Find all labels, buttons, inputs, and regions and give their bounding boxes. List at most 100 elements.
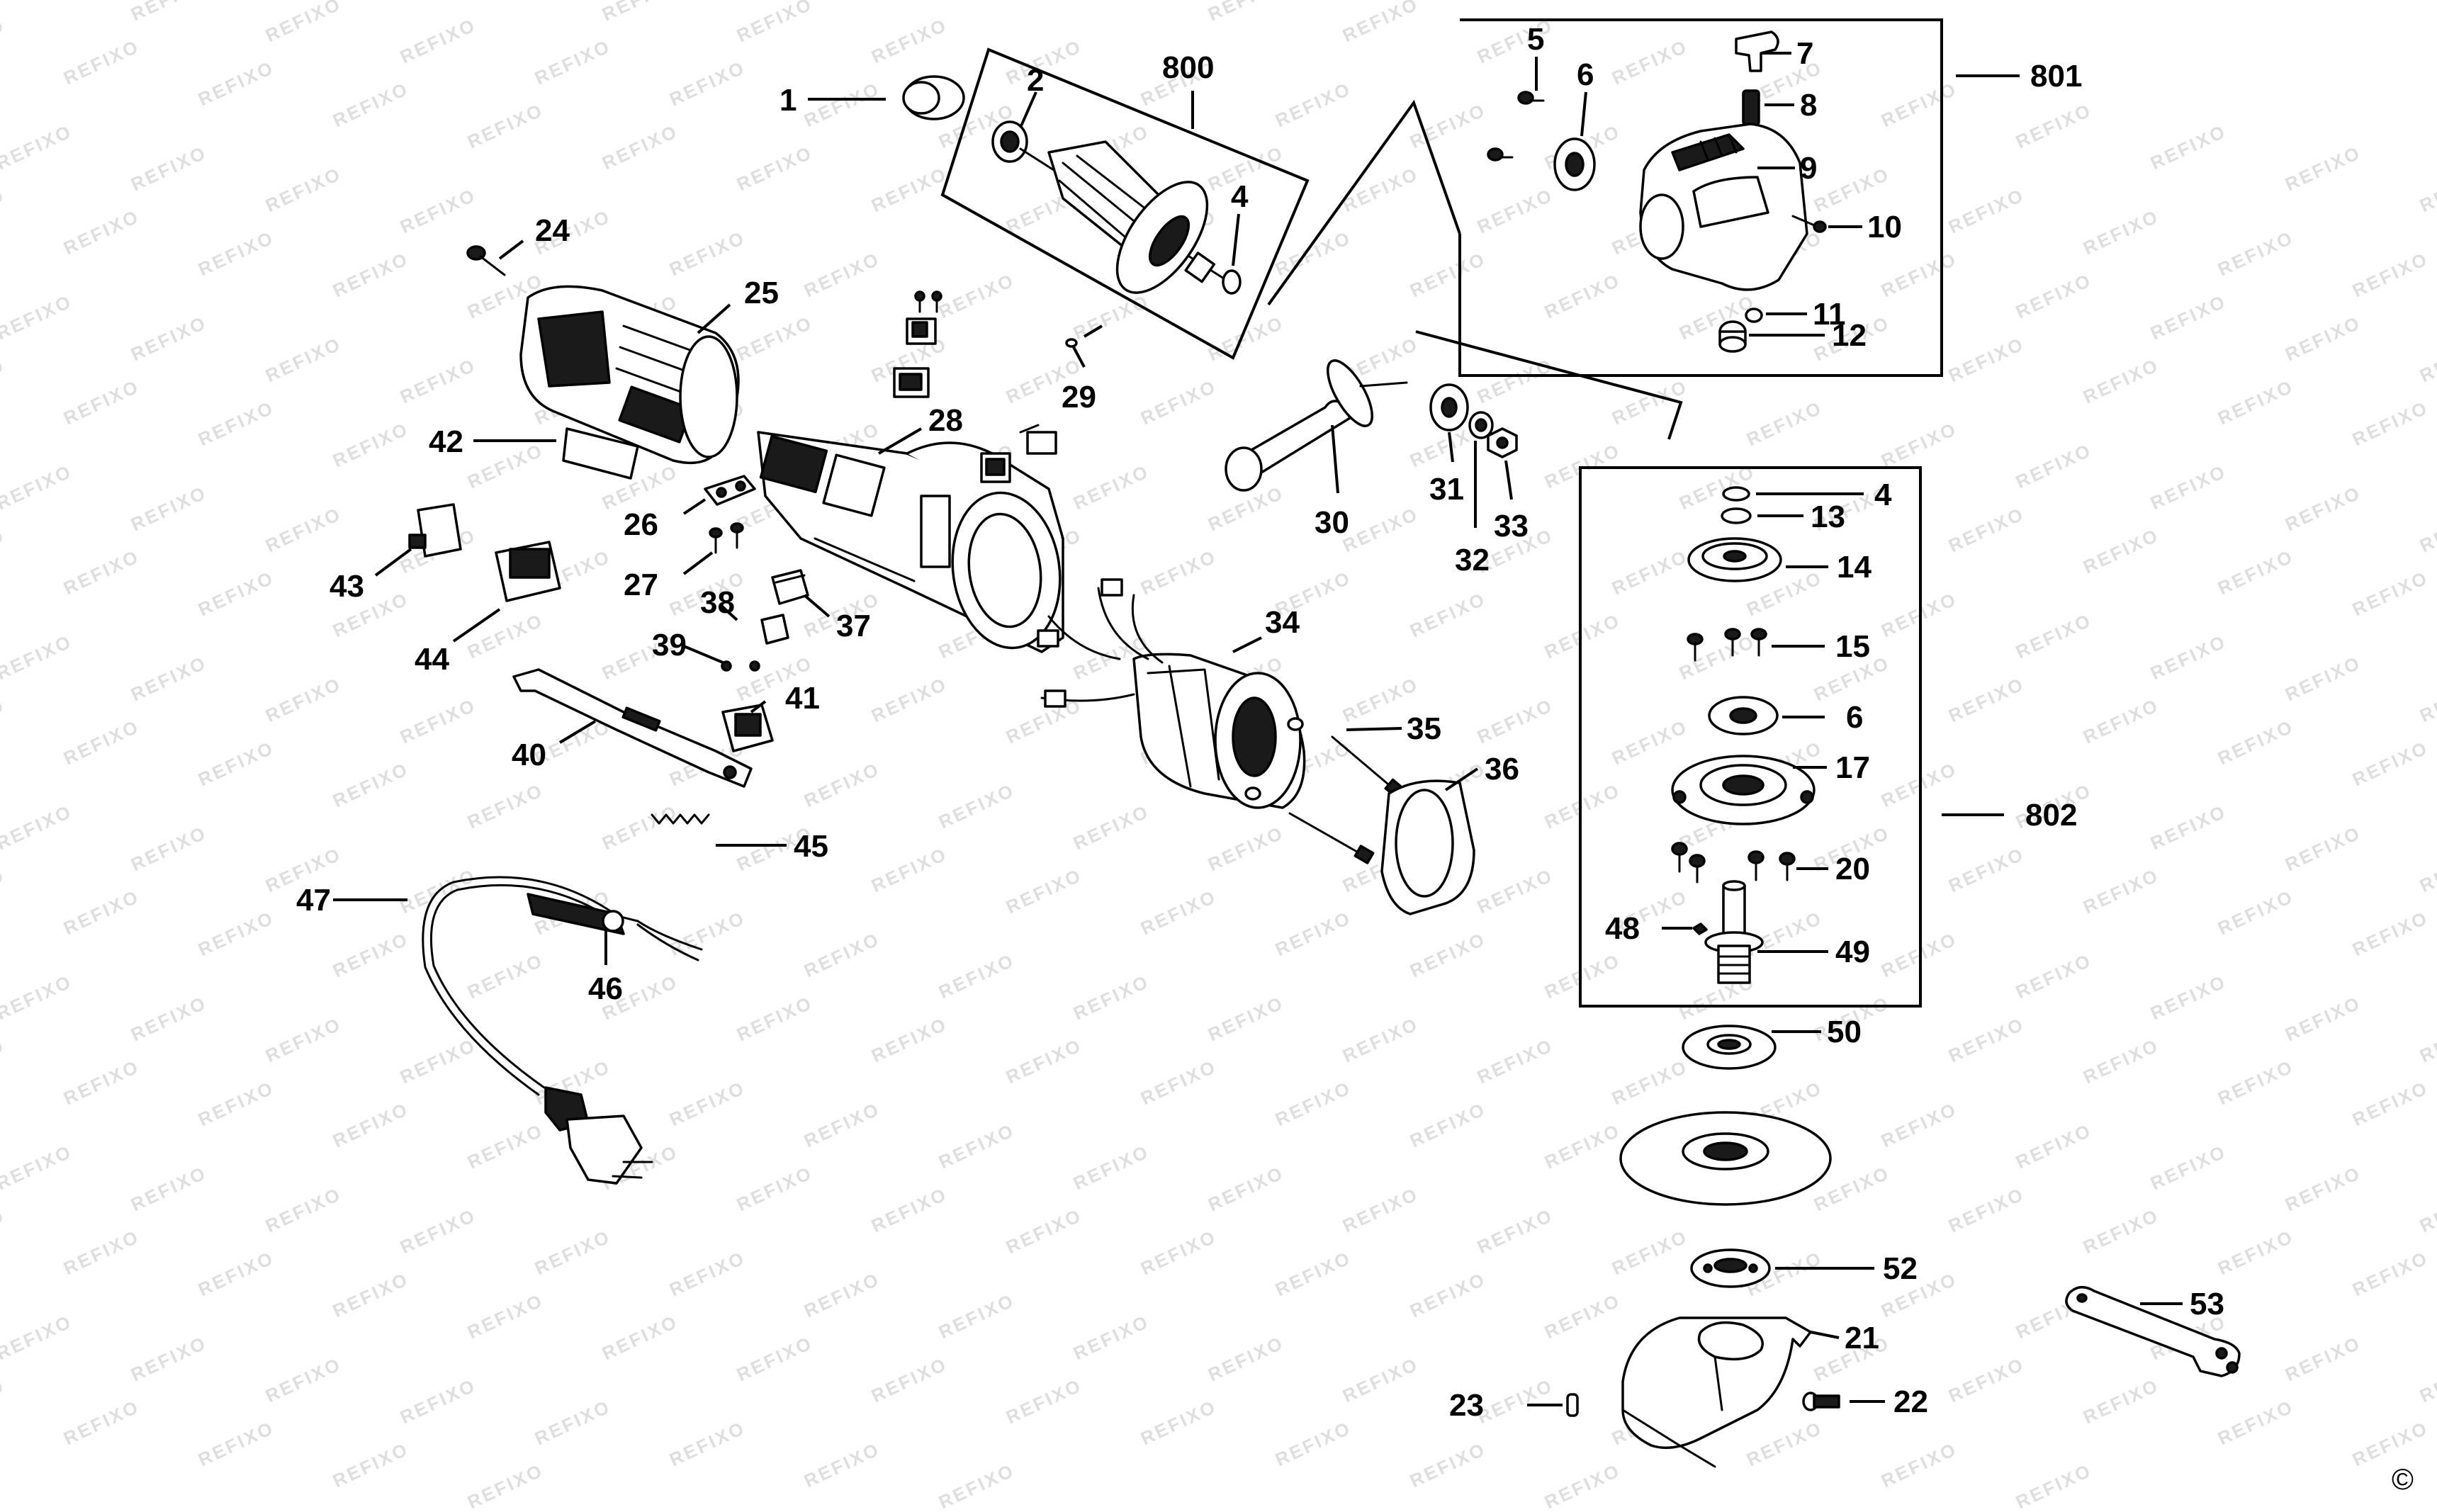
watermark-text: REFIXO <box>1205 1332 1288 1386</box>
watermark-text: REFIXO <box>262 1353 345 1407</box>
label-800: 800 <box>1162 50 1214 85</box>
watermark-text: REFIXO <box>0 14 9 68</box>
watermark-text: REFIXO <box>2416 503 2437 557</box>
watermark-text: REFIXO <box>464 949 547 1003</box>
group-box-802 <box>1579 466 1922 1008</box>
watermark-text: REFIXO <box>1878 1438 1961 1492</box>
label-15: 15 <box>1835 629 1870 664</box>
part-46-cord-guard <box>527 893 625 935</box>
label-52: 52 <box>1883 1251 1918 1286</box>
watermark-text: REFIXO <box>1474 1204 1557 1258</box>
part-32-washer <box>1468 411 1494 439</box>
part-17-bearing-flange <box>1671 755 1816 825</box>
watermark-text: REFIXO <box>1474 1034 1557 1088</box>
watermark-text: REFIXO <box>0 184 9 238</box>
watermark-text: REFIXO <box>128 142 210 196</box>
leader-lines <box>333 52 2183 1406</box>
watermark-text: REFIXO <box>195 737 278 791</box>
watermark-text: REFIXO <box>60 376 143 429</box>
label-6-right: 6 <box>1846 700 1863 735</box>
part-20-screws <box>1671 842 1796 884</box>
watermark-text: REFIXO <box>397 354 480 408</box>
watermark-text: REFIXO <box>60 1396 143 1450</box>
watermark-text: REFIXO <box>935 1460 1018 1508</box>
watermark-text: REFIXO <box>2013 99 2095 153</box>
label-12: 12 <box>1832 318 1867 353</box>
label-26: 26 <box>624 507 658 542</box>
watermark-text: REFIXO <box>128 822 210 876</box>
watermark-text: REFIXO <box>0 1375 9 1428</box>
watermark-text: REFIXO <box>1003 1204 1086 1258</box>
label-22: 22 <box>1893 1384 1928 1419</box>
watermark-text: REFIXO <box>2080 524 2163 578</box>
watermark-text: REFIXO <box>397 1204 480 1258</box>
watermark-text: REFIXO <box>1339 1183 1422 1237</box>
watermark-text: REFIXO <box>464 779 547 833</box>
watermark-text: REFIXO <box>330 1268 412 1322</box>
watermark-text: REFIXO <box>2214 1226 2297 1280</box>
part-29-clip <box>1065 325 1103 348</box>
label-802: 802 <box>2025 798 2077 833</box>
watermark-text: REFIXO <box>262 1183 345 1237</box>
watermark-text: REFIXO <box>1137 886 1220 940</box>
watermark-text: REFIXO <box>2080 205 2163 259</box>
watermark-text: REFIXO <box>868 163 951 217</box>
watermark-text: REFIXO <box>1407 99 1490 153</box>
label-28: 28 <box>928 403 963 438</box>
part-26-lock-plate <box>704 475 756 506</box>
watermark-text: REFIXO <box>733 312 816 366</box>
watermark-text: REFIXO <box>330 758 412 812</box>
label-1: 1 <box>779 83 797 118</box>
watermark-text: REFIXO <box>60 1056 143 1110</box>
watermark-text: REFIXO <box>397 1034 480 1088</box>
label-42: 42 <box>429 424 463 459</box>
part-40-switch-lever <box>512 668 753 788</box>
watermark-text: REFIXO <box>868 14 951 68</box>
watermark-text: REFIXO <box>2013 1119 2095 1173</box>
watermark-text: REFIXO <box>397 14 480 68</box>
watermark-text: REFIXO <box>1945 1183 2028 1237</box>
watermark-text: REFIXO <box>2282 822 2365 876</box>
copyright-mark: © <box>2392 1462 2414 1496</box>
watermark-text: REFIXO <box>1339 0 1422 46</box>
part-6-bearing <box>1553 137 1596 191</box>
watermark-text: REFIXO <box>1609 546 1692 599</box>
watermark-text: REFIXO <box>1137 1056 1220 1110</box>
label-30: 30 <box>1315 505 1349 540</box>
watermark-text: REFIXO <box>1609 1226 1692 1280</box>
watermark-text: REFIXO <box>128 992 210 1046</box>
watermark-text: REFIXO <box>195 1247 278 1301</box>
part-screw-lower <box>1487 147 1514 162</box>
watermark-text: REFIXO <box>1407 588 1490 642</box>
watermark-text: REFIXO <box>599 801 682 854</box>
label-7: 7 <box>1796 36 1813 71</box>
watermark-text: REFIXO <box>2349 1417 2432 1471</box>
watermark-text: REFIXO <box>2080 354 2163 408</box>
watermark-text: REFIXO <box>0 1204 9 1258</box>
watermark-text: REFIXO <box>1070 461 1153 514</box>
watermark-text: REFIXO <box>464 609 547 663</box>
watermark-text: REFIXO <box>1474 1375 1557 1428</box>
part-4-washer <box>1222 269 1242 295</box>
label-9: 9 <box>1800 151 1817 186</box>
watermark-text: REFIXO <box>262 673 345 727</box>
watermark-text: REFIXO <box>2282 1162 2365 1216</box>
watermark-text: REFIXO <box>2416 1013 2437 1067</box>
watermark-text: REFIXO <box>801 248 884 302</box>
watermark-text: REFIXO <box>1407 1098 1490 1152</box>
watermark-text: REFIXO <box>1205 312 1288 366</box>
label-11: 11 <box>1813 297 1846 332</box>
label-37: 37 <box>836 609 871 643</box>
label-5: 5 <box>1527 22 1544 57</box>
watermark-text: REFIXO <box>868 1353 951 1407</box>
watermark-text: REFIXO <box>599 120 682 174</box>
label-23: 23 <box>1449 1388 1484 1423</box>
part-44-switch-box <box>495 541 561 602</box>
part-9-gear-housing <box>1639 123 1808 291</box>
watermark-text: REFIXO <box>1407 1438 1490 1492</box>
watermark-text: REFIXO <box>666 1077 749 1131</box>
watermark-text: REFIXO <box>1272 907 1355 961</box>
part-brush-clip <box>980 424 1057 483</box>
watermark-text: REFIXO <box>1070 0 1153 4</box>
watermark-text: REFIXO <box>2080 864 2163 918</box>
